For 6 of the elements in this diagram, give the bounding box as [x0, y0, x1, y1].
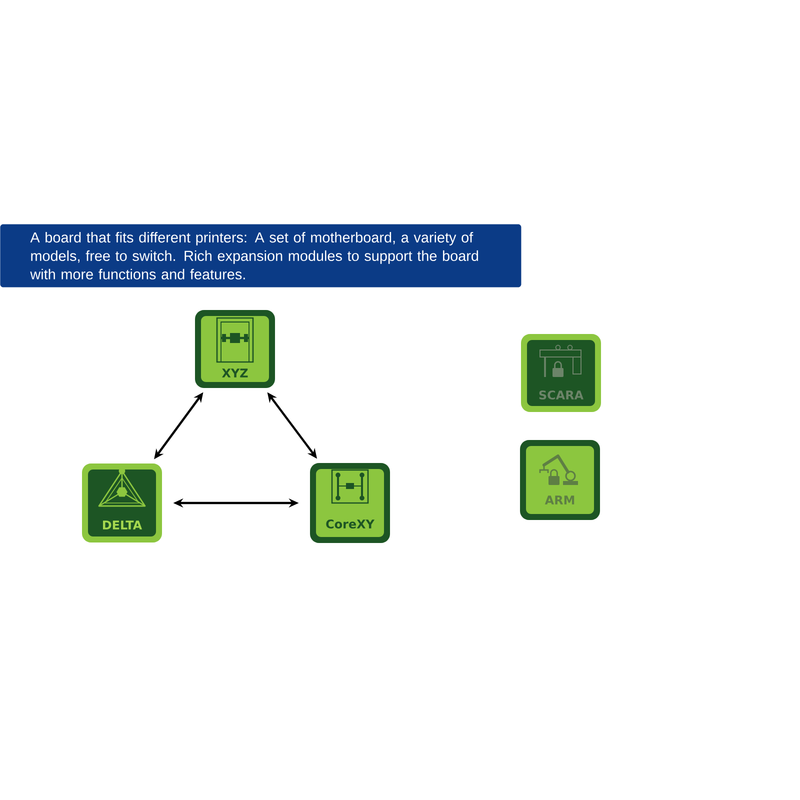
info-banner: A board that fits different printers: A set of motherboard, a variety of models, free to switch. Rich expansion modules to support the board with more functions and features.: [0, 224, 522, 288]
printer-tile: XYZ: [195, 310, 275, 388]
printer-tile: CoreXY: [310, 463, 390, 543]
printer-tile: DELTA: [82, 464, 162, 542]
printer-tile: SCARA: [521, 334, 601, 412]
printer-tile: ARM: [520, 440, 600, 520]
